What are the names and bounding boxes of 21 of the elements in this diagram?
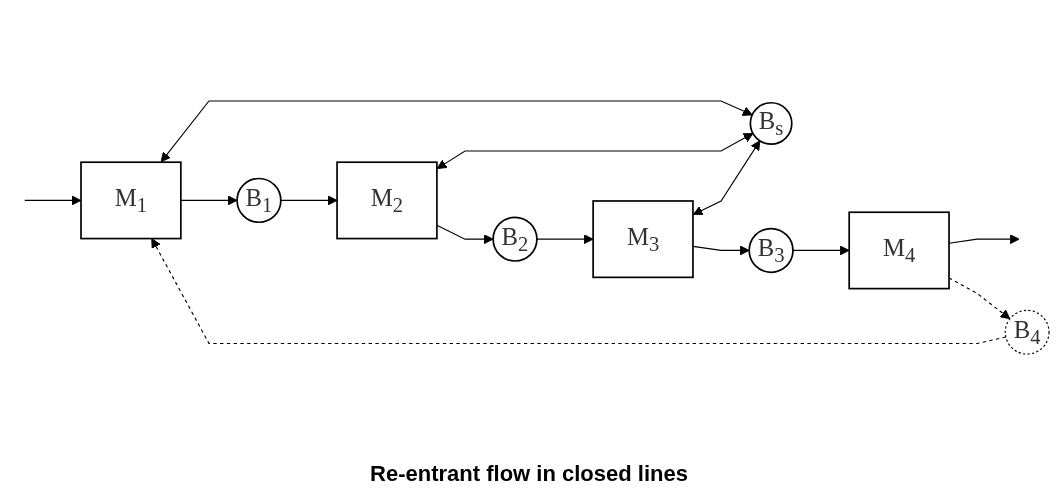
node-circle: B$_{2}$ (492, 216, 538, 262)
node-circle: B$_{3}$ (748, 227, 794, 274)
node-circle: B$_{4}$ (1004, 309, 1050, 355)
caption: Re-entrant flow in closed lines (370, 461, 688, 487)
arrow (280, 195, 338, 206)
node-box: M$_{2}$ (336, 161, 438, 240)
arrow (160, 100, 753, 163)
arrow (692, 245, 750, 256)
arrow (180, 195, 238, 206)
node-box: M$_{3}$ (592, 200, 694, 279)
arrow (151, 238, 1007, 344)
arrow (436, 224, 494, 245)
arrow (436, 133, 754, 169)
arrow (792, 245, 850, 256)
node-box: M$_{4}$ (848, 211, 950, 290)
node-circle: B$_{1}$ (236, 177, 282, 224)
arrow (692, 140, 761, 216)
node-box: M$_{1}$ (80, 161, 182, 240)
arrow (536, 234, 594, 245)
arrow (24, 195, 82, 206)
node-circle: B$_{s}$ (749, 101, 793, 145)
